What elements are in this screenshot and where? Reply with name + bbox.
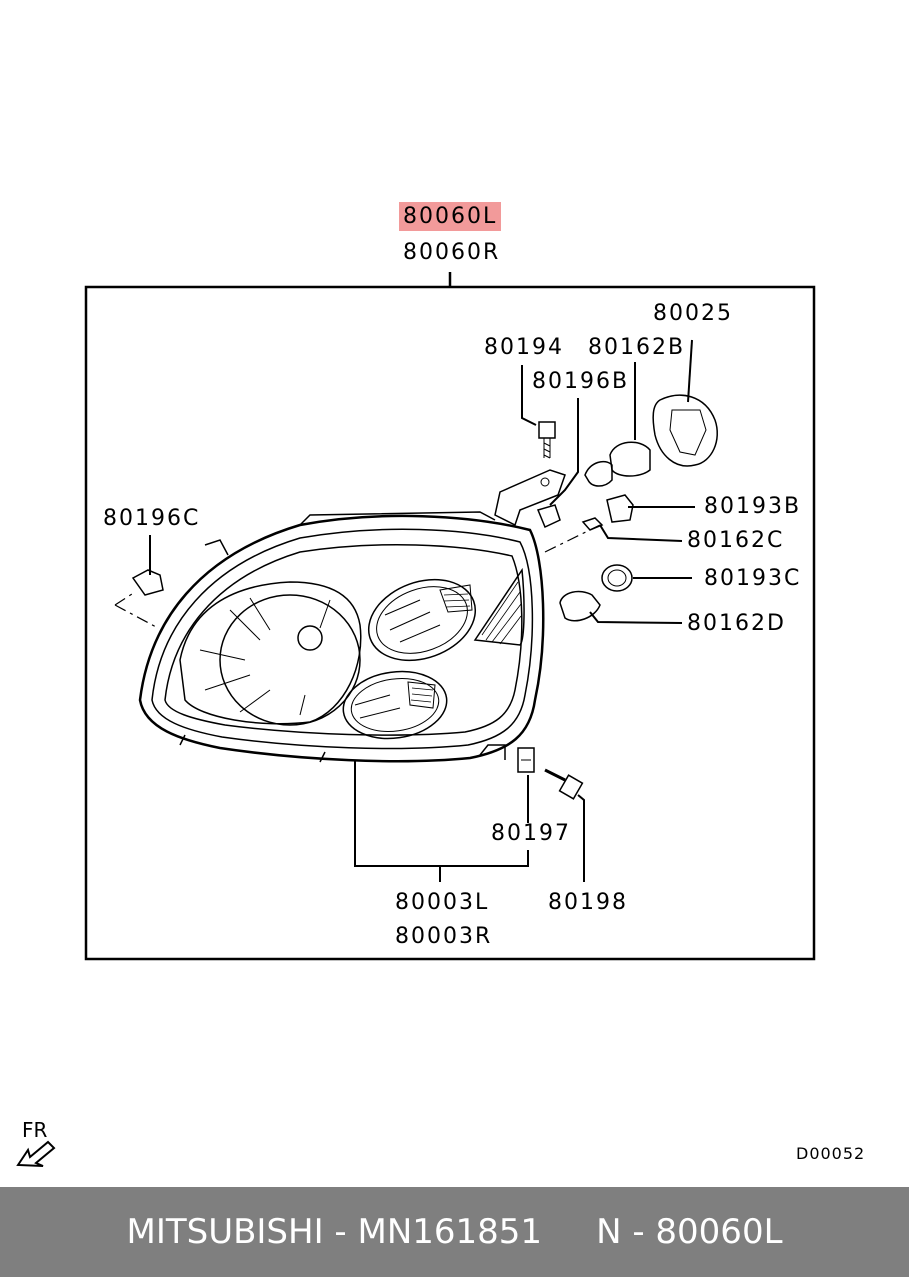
highlighted-part-number: 80060L: [399, 202, 502, 231]
footer-text: MITSUBISHI - MN161851 N - 80060L: [126, 1212, 783, 1252]
part-label-80196c[interactable]: 80196C: [103, 506, 201, 531]
front-direction-arrow-icon: [16, 1140, 56, 1167]
socket-80196b-icon: [536, 504, 561, 529]
part-label-80003l[interactable]: 80003L: [395, 890, 490, 915]
socket-80193b-icon: [606, 494, 634, 523]
direction-label: FR: [22, 1118, 48, 1142]
part-label-80197[interactable]: 80197: [491, 821, 571, 846]
bulb-80162b-icon: [584, 441, 651, 487]
leader-lines: [149, 339, 695, 882]
alignment-dashes: [114, 524, 601, 629]
part-label-80196b[interactable]: 80196B: [532, 369, 630, 394]
footer-bar: MITSUBISHI - MN161851 N - 80060L: [0, 1187, 909, 1277]
part-label-80003r[interactable]: 80003R: [395, 924, 493, 949]
headlamp-housing: [138, 511, 545, 763]
part-label-80198[interactable]: 80198: [548, 890, 628, 915]
part-label-80193c[interactable]: 80193C: [704, 566, 802, 591]
part-label-80194[interactable]: 80194: [484, 335, 564, 360]
socket-80196c-icon: [131, 569, 164, 596]
clip-80197-icon: [517, 747, 535, 773]
side-marker-lens: [473, 567, 525, 646]
screw-80198-icon: [544, 768, 584, 800]
part-label-80162b[interactable]: 80162B: [588, 335, 686, 360]
dust-cover-80025-icon: [652, 394, 718, 467]
part-label-80162d[interactable]: 80162D: [687, 611, 786, 636]
main-reflector: [179, 581, 362, 726]
part-label-80060r[interactable]: 80060R: [403, 240, 501, 265]
bulb-80162d-icon: [559, 590, 601, 622]
part-label-80193b[interactable]: 80193B: [704, 494, 802, 519]
socket-80193c-icon: [601, 564, 633, 592]
screw-80194-icon: [538, 421, 556, 459]
part-label-80162c[interactable]: 80162C: [687, 528, 785, 553]
part-label-80060l[interactable]: 80060L: [399, 202, 502, 231]
upper-projector: [367, 578, 477, 662]
diagram-code: D00052: [796, 1144, 866, 1163]
bulb-80162c-icon: [581, 517, 604, 531]
part-label-80025[interactable]: 80025: [653, 301, 733, 326]
lower-projector: [342, 670, 448, 740]
mounting-bracket: [494, 469, 566, 527]
